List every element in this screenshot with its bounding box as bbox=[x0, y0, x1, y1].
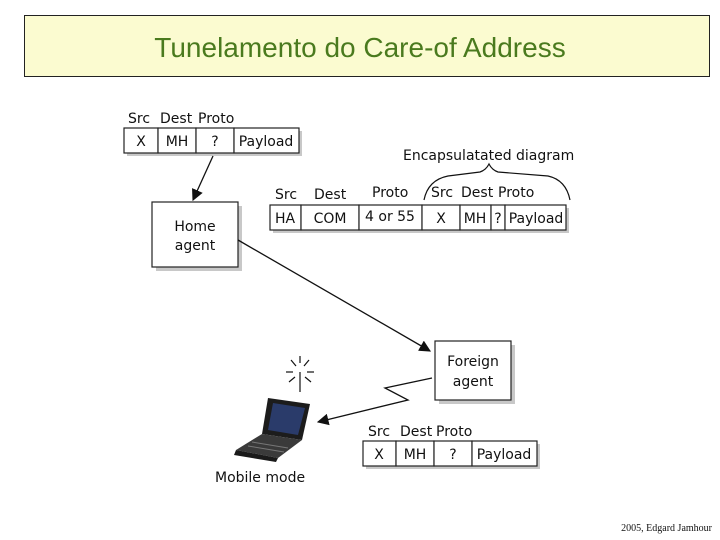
packet-top: Src Dest Proto X MH ? Payload bbox=[123, 111, 302, 156]
packet-top-cell-dest: MH bbox=[166, 134, 189, 150]
packet-tunnel-outer-proto: Proto bbox=[372, 185, 408, 201]
packet-bottom-cell-dest: MH bbox=[404, 447, 427, 463]
packet-tunnel: Src Dest Proto Src Dest Proto HA COM 4 o… bbox=[269, 185, 569, 233]
packet-tunnel-inner-dest: Dest bbox=[461, 185, 494, 201]
packet-bottom-cell-proto: ? bbox=[449, 447, 456, 463]
wireless-link-arrow bbox=[316, 377, 433, 426]
packet-top-cell-payload: Payload bbox=[239, 134, 294, 150]
packet-tunnel-outer-src: Src bbox=[275, 187, 297, 203]
packet-bottom-cell-payload: Payload bbox=[477, 447, 532, 463]
packet-tunnel-cell-mh: MH bbox=[464, 211, 487, 227]
home-agent-label-line2: agent bbox=[175, 238, 216, 254]
encapsulation-brace bbox=[423, 162, 571, 201]
packet-tunnel-cell-q: ? bbox=[494, 211, 501, 227]
packet-tunnel-inner-proto: Proto bbox=[498, 185, 534, 201]
foreign-agent-label-line1: Foreign bbox=[447, 354, 499, 370]
packet-tunnel-cell-x: X bbox=[436, 211, 446, 227]
home-agent-label-line1: Home bbox=[174, 219, 215, 235]
packet-top-header-proto: Proto bbox=[198, 111, 234, 127]
packet-tunnel-cell-ha: HA bbox=[275, 211, 296, 227]
encapsulated-label: Encapsulatated diagram bbox=[403, 148, 574, 164]
foreign-agent-label-line2: agent bbox=[453, 374, 494, 390]
packet-top-header-src: Src bbox=[128, 111, 150, 127]
foreign-agent-box: Foreign agent bbox=[434, 340, 515, 404]
packet-tunnel-outer-dest: Dest bbox=[314, 187, 347, 203]
slide-title: Tunelamento do Care-of Address bbox=[154, 32, 566, 63]
packet-bottom: Src Dest Proto X MH ? Payload bbox=[362, 424, 540, 469]
footer-credit: 2005, Edgard Jamhour bbox=[621, 523, 712, 534]
packet-tunnel-cell-proto: 4 or 55 bbox=[365, 209, 415, 225]
arrow-to-foreign-agent bbox=[237, 239, 432, 352]
mobile-node-label: Mobile mode bbox=[215, 470, 305, 486]
packet-bottom-header-proto: Proto bbox=[436, 424, 472, 440]
title-box bbox=[24, 15, 710, 77]
packet-top-cell-src: X bbox=[136, 134, 146, 150]
packet-top-header-dest: Dest bbox=[160, 111, 193, 127]
packet-bottom-header-dest: Dest bbox=[400, 424, 433, 440]
packet-tunnel-cell-com: COM bbox=[314, 211, 347, 227]
antenna-signal-icon bbox=[286, 356, 314, 392]
packet-tunnel-cell-payload: Payload bbox=[509, 211, 564, 227]
home-agent-box: Home agent bbox=[151, 201, 242, 271]
packet-tunnel-inner-src: Src bbox=[431, 185, 453, 201]
arrow-to-home-agent bbox=[192, 155, 214, 202]
packet-top-cell-proto: ? bbox=[211, 134, 218, 150]
packet-bottom-header-src: Src bbox=[368, 424, 390, 440]
laptop-icon bbox=[234, 398, 310, 462]
packet-bottom-cell-src: X bbox=[374, 447, 384, 463]
